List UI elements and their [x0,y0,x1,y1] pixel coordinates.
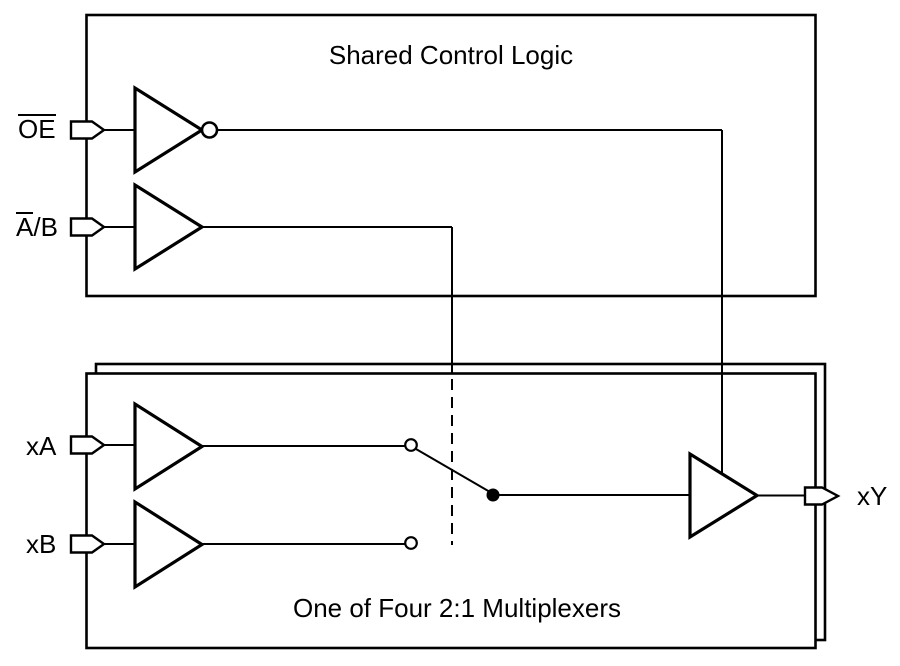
ab-label-overlined: A [16,212,34,242]
xa-contact-circle [404,438,418,452]
ab-pin [69,217,107,237]
xb-buffer-triangle [133,499,205,590]
ab-buffer-triangle [133,182,206,272]
switch-pole-dot [486,488,500,502]
mux-box-title: One of Four 2:1 Multiplexers [292,593,622,623]
ab-label-rest: /B [33,212,58,242]
xa-label: xA [26,431,57,461]
xa-pin [69,435,107,455]
oe-label-overlined: OE [18,114,56,144]
switch-arm [415,448,491,493]
output-buffer-triangle [688,451,761,540]
oe-label: OE [18,114,56,142]
xb-label: xB [26,529,57,559]
oe-inverter-triangle [133,85,206,175]
xb-pin [69,534,107,554]
xy-output-pin [803,486,841,506]
xy-label: xY [857,481,888,511]
xa-buffer-triangle [133,401,205,492]
shared-box-title: Shared Control Logic [328,40,574,70]
oe-pin [69,120,107,140]
ab-label: A/B [16,212,58,240]
inverter-bubble [200,121,219,139]
xb-contact-circle [404,536,418,550]
